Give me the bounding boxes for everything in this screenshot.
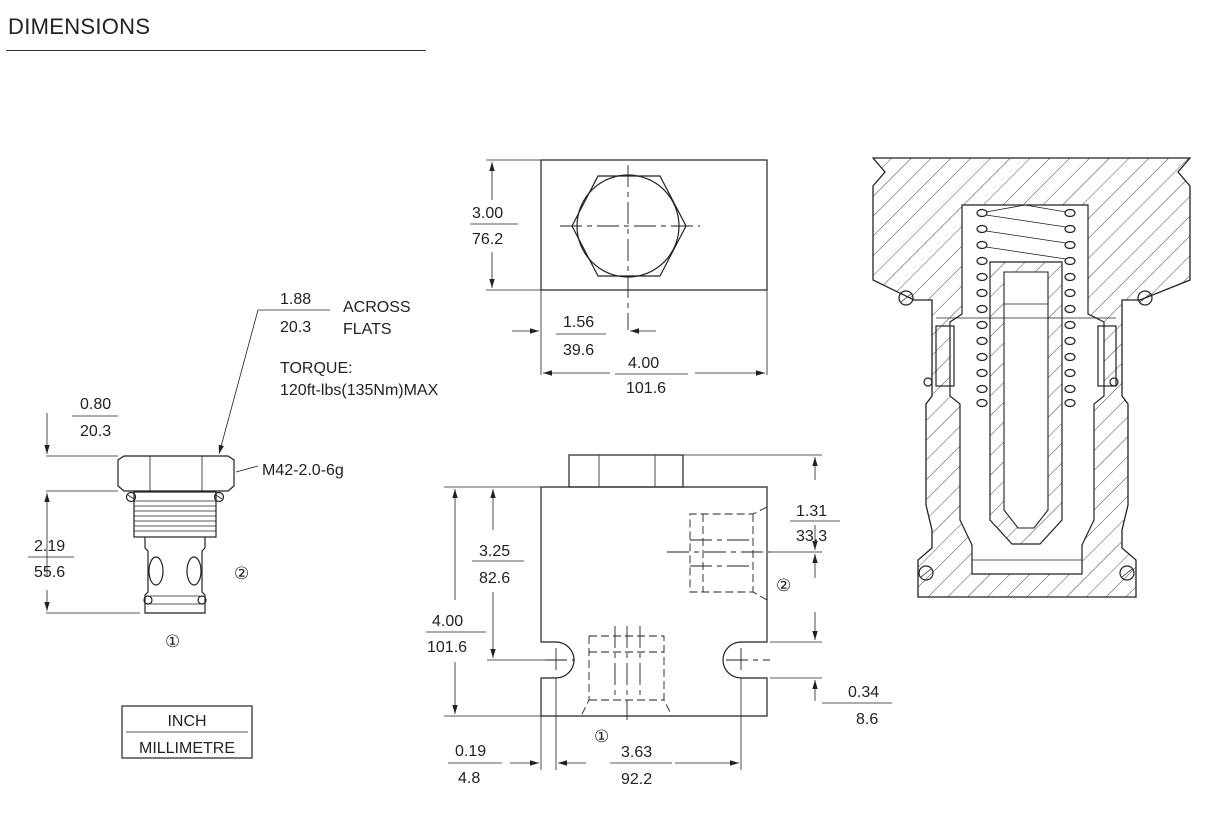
- cartridge-hex: [117, 455, 235, 492]
- seal-ring: [197, 595, 207, 605]
- front-edge-mm: 4.8: [458, 770, 480, 787]
- seal-ring: [125, 491, 137, 503]
- manifold-front-outline: [540, 486, 768, 717]
- section-seal: [1137, 290, 1153, 306]
- flats-label-flats: FLATS: [343, 321, 392, 338]
- cartridge-thread: [133, 491, 217, 538]
- front-mount-height-inch: 3.25: [479, 543, 510, 560]
- legend-millimetre: MILLIMETRE: [139, 740, 235, 757]
- section-seal: [898, 290, 914, 306]
- section-spool-bore: [1003, 271, 1049, 529]
- seal-ring: [213, 491, 225, 503]
- flats-inch: 1.88: [280, 291, 311, 308]
- body-length-mm: 55.6: [34, 564, 65, 581]
- valve-section-view: [871, 157, 1192, 598]
- section-heading: DIMENSIONS: [8, 14, 151, 39]
- top-height-inch: 3.00: [472, 205, 503, 222]
- torque-value: 120ft-lbs(135Nm)MAX: [280, 382, 439, 399]
- manifold-front-view: 4.00 101.6 3.25 82.6 1.31 33.3 0.34 8.6: [426, 454, 892, 788]
- heading-underline: [6, 50, 426, 51]
- front-port-2-label: ②: [776, 576, 791, 596]
- section-seal: [1109, 377, 1119, 387]
- hex-height-inch: 0.80: [80, 396, 111, 413]
- front-total-height-inch: 4.00: [432, 613, 463, 630]
- cartridge-port-hole: [186, 556, 202, 586]
- front-mount-height-mm: 82.6: [479, 570, 510, 587]
- top-offset-inch: 1.56: [563, 314, 594, 331]
- front-total-height-mm: 101.6: [427, 639, 467, 656]
- front-slot-mm: 8.6: [856, 711, 878, 728]
- section-sleeve-right: [1097, 325, 1117, 387]
- thread-spec: M42-2.0-6g: [262, 462, 344, 479]
- front-port2-mm: 33.3: [796, 528, 827, 545]
- top-height-mm: 76.2: [472, 231, 503, 248]
- section-sleeve-left: [935, 325, 955, 387]
- front-edge-inch: 0.19: [455, 743, 486, 760]
- top-width-inch: 4.00: [628, 355, 659, 372]
- body-length-inch: 2.19: [34, 538, 65, 555]
- top-offset-mm: 39.6: [563, 342, 594, 359]
- front-slot-inch: 0.34: [848, 684, 879, 701]
- cartridge-view: 0.80 20.3 2.19 55.6 1.88 20.3 ACROSS FLA…: [28, 291, 439, 652]
- front-slot-spacing-mm: 92.2: [621, 771, 652, 788]
- cartridge-port-1-label: ①: [165, 632, 180, 652]
- flats-label-across: ACROSS: [343, 299, 411, 316]
- unit-legend: INCH MILLIMETRE: [121, 705, 253, 759]
- torque-label: TORQUE:: [280, 360, 353, 377]
- hex-height-mm: 20.3: [80, 423, 111, 440]
- front-port2-inch: 1.31: [796, 503, 827, 520]
- legend-inch: INCH: [167, 713, 206, 730]
- thread-lines: [134, 500, 216, 532]
- front-slot-spacing-inch: 3.63: [621, 744, 652, 761]
- top-width-mm: 101.6: [626, 380, 666, 397]
- section-seal: [918, 565, 934, 581]
- manifold-top-view: 3.00 76.2 1.56 39.6 4.00 101.6: [470, 159, 768, 397]
- section-seal: [1119, 565, 1135, 581]
- section-seal: [923, 377, 933, 387]
- manifold-top-outline: [540, 159, 768, 291]
- cartridge-body: [144, 537, 206, 614]
- flats-leader: [218, 309, 259, 455]
- seal-ring: [143, 595, 153, 605]
- cartridge-port-2-label: ②: [234, 564, 249, 584]
- section-spring: [976, 204, 1076, 408]
- flats-mm: 20.3: [280, 319, 311, 336]
- front-port-1-label: ①: [594, 727, 609, 747]
- cartridge-port-hole: [148, 556, 164, 586]
- front-view-hex: [568, 454, 684, 488]
- thread-leader: [235, 465, 259, 473]
